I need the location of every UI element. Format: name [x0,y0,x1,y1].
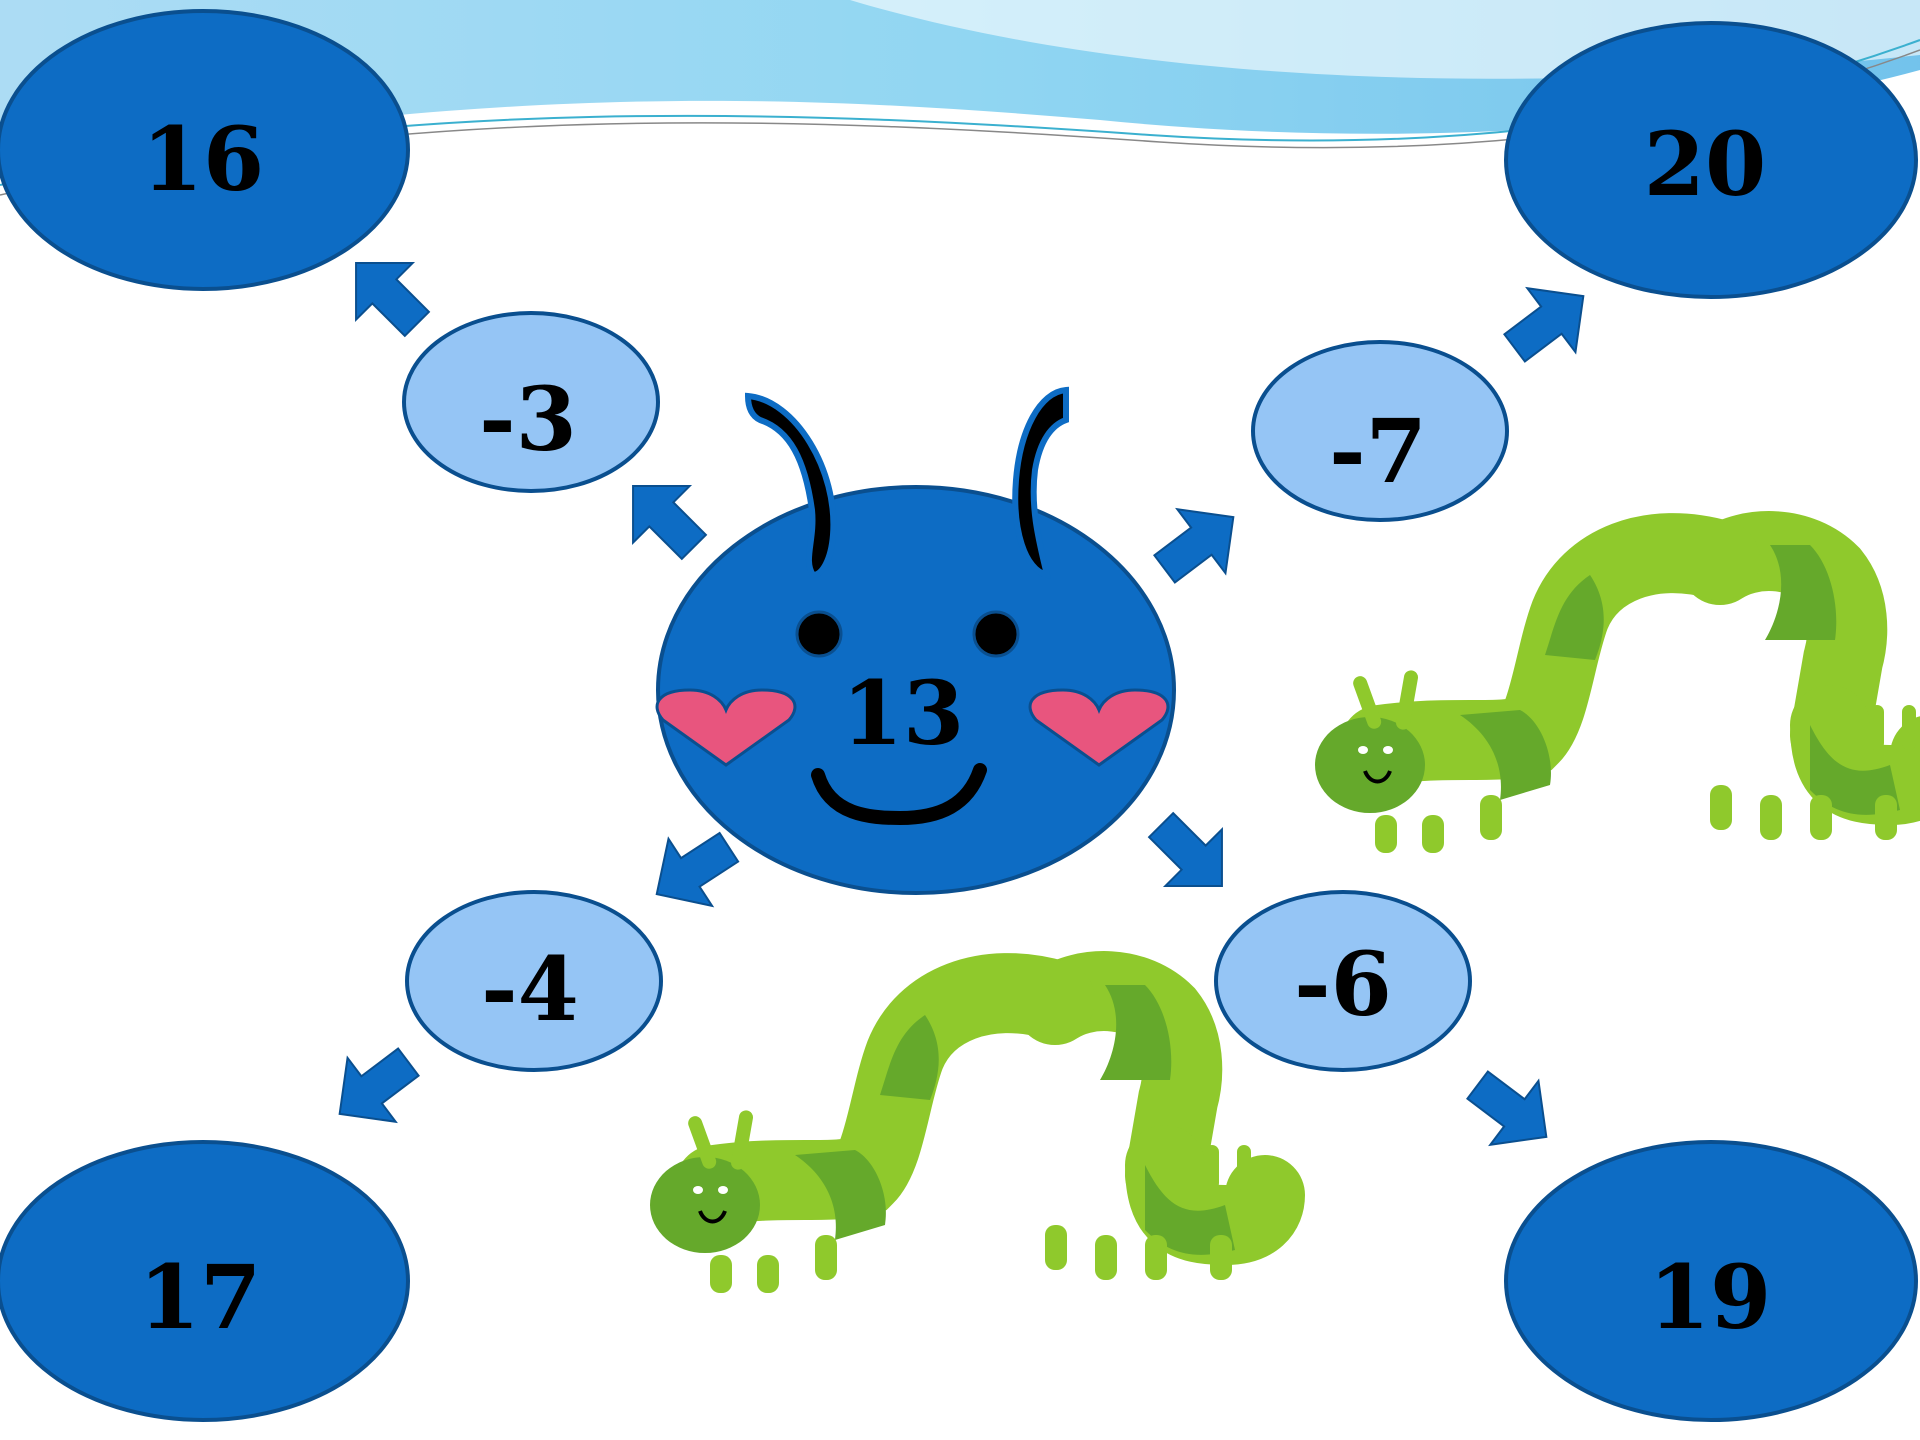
result-node-br: 19 [1504,1140,1918,1422]
result-value: 20 [1644,112,1766,216]
arrow-icon [1147,811,1223,887]
result-node-tr: 20 [1504,21,1918,299]
eye-left-icon [795,610,843,658]
bug-head [656,485,1176,895]
operator-node-bl: -4 [405,890,663,1072]
caterpillar-icon [650,951,1305,1293]
bug-face: 13 [655,386,1176,895]
arrow-icon [1503,286,1585,363]
operator-label: -3 [479,367,577,471]
result-node-tl: 16 [0,9,410,291]
caterpillar-icon [1315,511,1920,853]
arrows [338,262,1585,1147]
result-node-bl: 17 [0,1140,410,1422]
center-value: 13 [842,661,964,765]
arrow-icon [338,1047,420,1124]
result-value: 17 [139,1245,261,1349]
operator-node-tl: -3 [402,311,660,493]
arrow-icon [655,831,740,908]
eye-right-icon [972,610,1020,658]
arrow-icon [1153,507,1235,584]
antenna-right-icon [1012,386,1069,579]
smile-icon [811,763,987,826]
operator-label: -4 [481,937,579,1041]
arrow-icon [355,262,431,338]
operator-node-tr: -7 [1251,340,1509,522]
result-value: 16 [142,107,264,211]
heart-icon [655,688,797,767]
arrow-icon [1466,1070,1548,1147]
result-value: 19 [1649,1245,1771,1349]
heart-icon [1028,688,1170,767]
antenna-left-icon [744,392,837,579]
operator-node-br: -6 [1214,890,1472,1072]
arrow-icon [632,485,708,561]
operator-label: -6 [1294,932,1392,1036]
operator-label: -7 [1329,399,1427,503]
